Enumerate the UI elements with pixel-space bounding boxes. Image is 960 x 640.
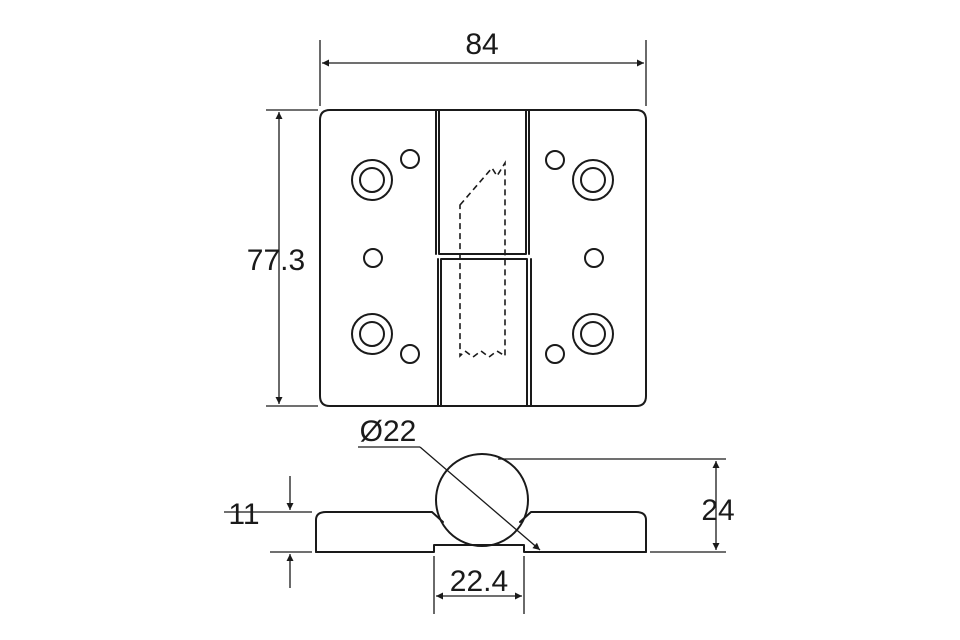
knuckle-width-label: 22.4: [450, 565, 508, 598]
small-hole: [584, 248, 604, 268]
diameter-dimension: Ø22: [358, 415, 541, 551]
total-height-dimension: 24: [498, 458, 735, 553]
thickness-dimension: 11: [224, 476, 312, 588]
total-height-label: 24: [701, 494, 734, 527]
countersunk-hole: [572, 313, 614, 355]
upper-knuckle: [438, 109, 527, 255]
top-view: [319, 109, 647, 407]
width-label: 84: [465, 28, 498, 61]
hidden-pin: [459, 160, 506, 358]
height-label: 77.3: [247, 244, 305, 277]
thickness-label: 11: [228, 498, 259, 531]
diameter-label: Ø22: [360, 415, 417, 448]
small-hole: [363, 248, 383, 268]
knuckle-circle: [435, 453, 529, 547]
height-dimension: 77.3: [247, 109, 318, 407]
lower-knuckle: [440, 258, 528, 407]
right-leaf-profile: [519, 511, 647, 553]
small-hole: [400, 149, 420, 169]
countersunk-hole: [351, 313, 393, 355]
width-dimension: 84: [319, 28, 647, 106]
knuckle-width-dimension: 22.4: [433, 556, 525, 614]
countersunk-hole: [351, 159, 393, 201]
countersunk-hole: [572, 159, 614, 201]
hinge-outline: [319, 109, 647, 407]
small-hole: [400, 344, 420, 364]
side-view: [315, 453, 647, 553]
small-hole: [545, 150, 565, 170]
small-hole: [545, 344, 565, 364]
left-leaf-profile: [315, 511, 444, 553]
